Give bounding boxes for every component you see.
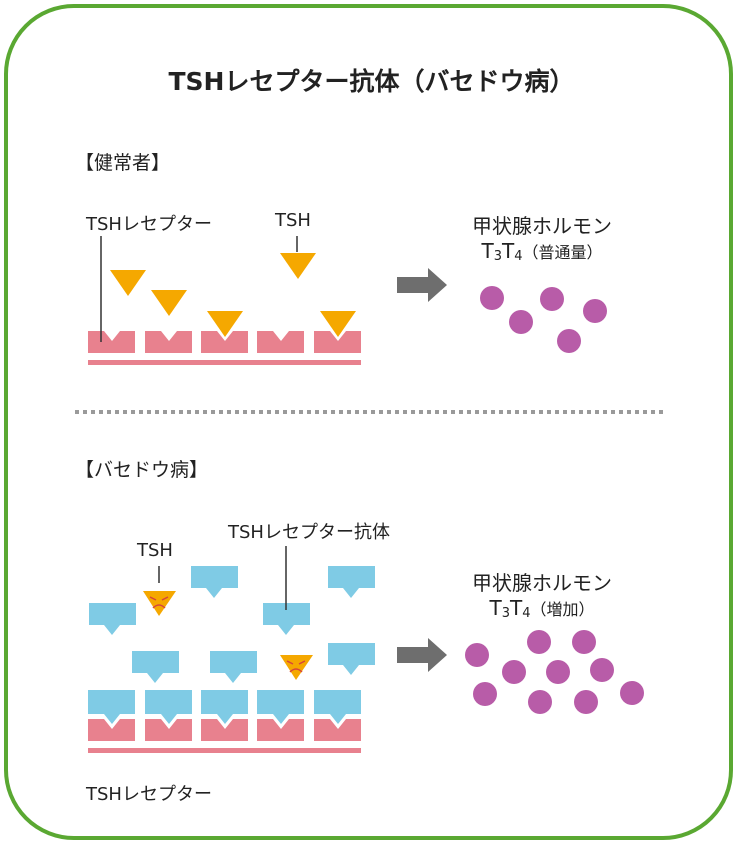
receptor xyxy=(88,331,135,353)
hormone-dot xyxy=(590,658,614,682)
normal-tsh-label: TSH xyxy=(275,210,311,231)
antibody xyxy=(328,643,375,675)
receptor xyxy=(88,719,135,741)
receptor xyxy=(201,331,248,353)
hormone-4-sub: 4 xyxy=(514,249,523,264)
graves-receptor-label: TSHレセプター xyxy=(86,784,212,805)
graves-hormone-amount: （増加） xyxy=(530,600,595,619)
antibody xyxy=(201,690,248,724)
graves-hormone-dots xyxy=(465,630,644,714)
receptor xyxy=(314,719,361,741)
normal-receptor-row xyxy=(88,331,361,365)
panel-border xyxy=(4,4,733,840)
graves-tsh-sad-1 xyxy=(143,591,176,616)
hormone-dot xyxy=(509,310,533,334)
hormone-t-letter: T xyxy=(489,596,502,620)
tsh-triangle xyxy=(110,270,146,296)
hormone-dot xyxy=(473,682,497,706)
hormone-dot xyxy=(620,681,644,705)
graves-tsh-label: TSH xyxy=(137,540,173,561)
tsh-triangle xyxy=(151,290,187,316)
normal-hormone-name: 甲状腺ホルモン xyxy=(472,214,612,238)
sad-eye-right xyxy=(161,596,169,601)
hormone-t-letter-2: T xyxy=(501,239,515,263)
sad-mouth xyxy=(289,668,303,673)
receptor xyxy=(257,331,304,353)
antibody xyxy=(89,603,136,635)
graves-antibody-label: TSHレセプター抗体 xyxy=(228,522,390,543)
tsh-triangle xyxy=(280,253,316,279)
hormone-dot xyxy=(480,286,504,310)
hormone-t-letter: T xyxy=(481,239,494,263)
hormone-t-letter-2: T xyxy=(509,596,523,620)
antibody xyxy=(88,690,135,724)
graves-floating-antibodies xyxy=(89,566,375,683)
hormone-dot xyxy=(465,643,489,667)
graves-arrow xyxy=(397,638,447,672)
normal-arrow xyxy=(397,268,447,302)
normal-receptor-label: TSHレセプター xyxy=(86,214,212,235)
graves-receptor-row xyxy=(88,719,361,753)
sad-eye-left xyxy=(286,660,294,665)
tsh-triangle xyxy=(280,655,313,680)
receptor xyxy=(201,719,248,741)
antibody xyxy=(328,566,375,598)
hormone-dot xyxy=(572,630,596,654)
receptor xyxy=(145,719,192,741)
graves-hormone-name: 甲状腺ホルモン xyxy=(472,571,612,595)
graves-heading: 【バセドウ病】 xyxy=(75,459,209,481)
tsh-triangle xyxy=(207,311,243,337)
hormone-dot xyxy=(557,329,581,353)
sad-mouth xyxy=(152,604,166,609)
antibody xyxy=(263,603,310,635)
tsh-triangle xyxy=(143,591,176,616)
graves-hormone-type: T3T4（増加） xyxy=(452,596,632,621)
normal-heading: 【健常者】 xyxy=(75,152,171,174)
hormone-4-sub: 4 xyxy=(522,606,531,621)
hormone-dot xyxy=(540,287,564,311)
tsh-triangle xyxy=(320,311,356,337)
hormone-3-sub: 3 xyxy=(493,249,502,264)
antibody xyxy=(191,566,238,598)
sad-eye-right xyxy=(298,660,306,665)
normal-hormone-label: 甲状腺ホルモン T3T4（普通量） xyxy=(452,210,632,264)
hormone-dot xyxy=(502,660,526,684)
receptor xyxy=(257,719,304,741)
antibody xyxy=(257,690,304,724)
graves-bound-antibodies xyxy=(88,690,361,724)
receptor xyxy=(145,331,192,353)
hormone-dot xyxy=(546,660,570,684)
membrane-line xyxy=(88,360,361,365)
normal-hormone-type: T3T4（普通量） xyxy=(452,239,632,264)
normal-tsh-group xyxy=(110,253,356,337)
antibody xyxy=(132,651,179,683)
hormone-dot xyxy=(583,299,607,323)
normal-hormone-amount: （普通量） xyxy=(522,243,603,262)
page-title: TSHレセプター抗体（バセドウ病） xyxy=(168,67,575,96)
hormone-dot xyxy=(528,690,552,714)
sad-eye-left xyxy=(149,596,157,601)
membrane-line xyxy=(88,748,361,753)
hormone-dot xyxy=(574,690,598,714)
antibody xyxy=(314,690,361,724)
hormone-dot xyxy=(527,630,551,654)
normal-hormone-dots xyxy=(480,286,607,353)
receptor xyxy=(314,331,361,353)
hormone-3-sub: 3 xyxy=(501,606,510,621)
antibody xyxy=(145,690,192,724)
graves-hormone-label: 甲状腺ホルモン T3T4（増加） xyxy=(452,567,632,621)
antibody xyxy=(210,651,257,683)
graves-tsh-sad-2 xyxy=(280,655,313,680)
